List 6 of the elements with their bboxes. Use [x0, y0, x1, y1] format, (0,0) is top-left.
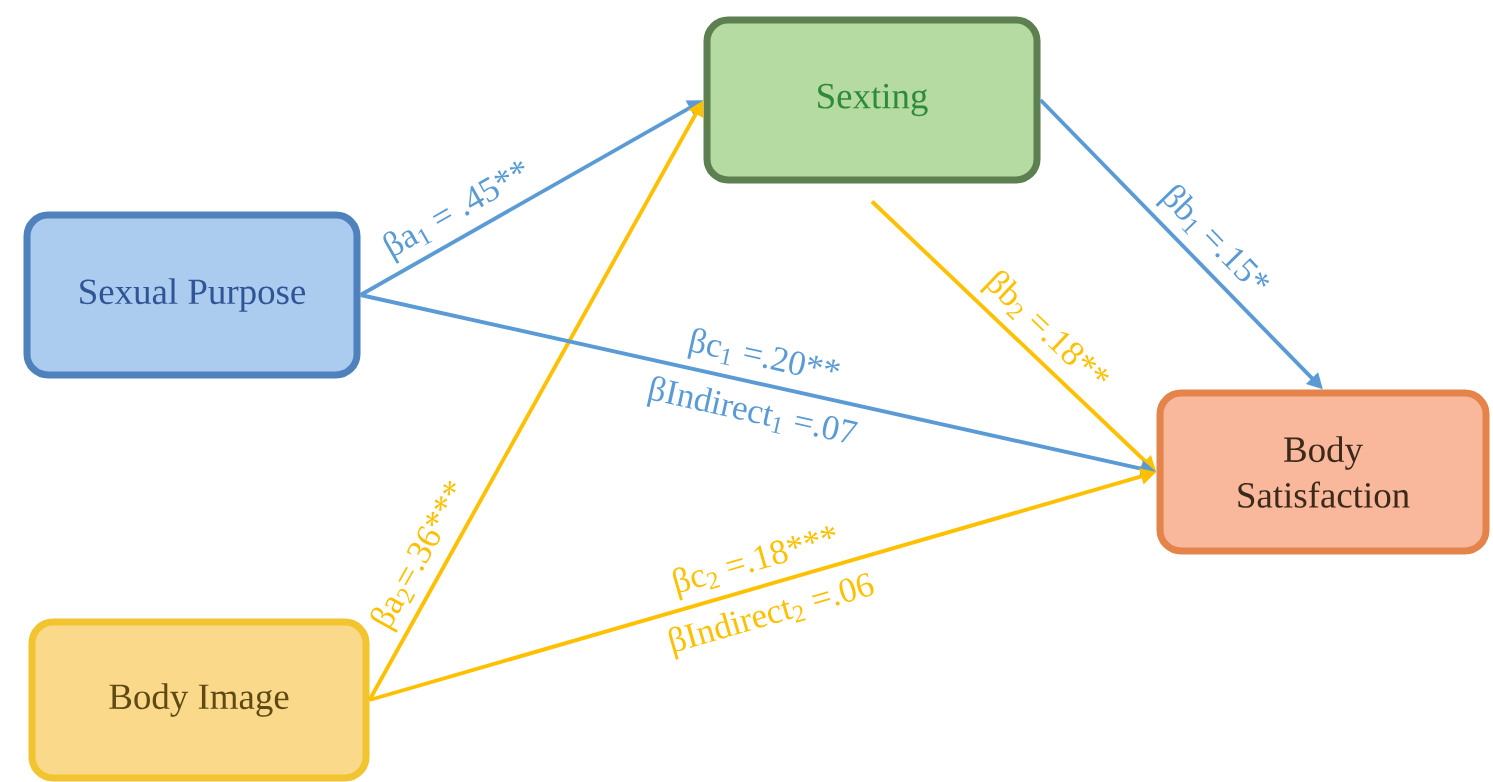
- process-box: Body Satisfaction: [1156, 389, 1490, 555]
- edge-label: βb$_{1}$ =.15*: [1151, 178, 1277, 305]
- process-box: Sexual Purpose: [23, 211, 361, 379]
- process-box: Body Image: [28, 618, 370, 782]
- process-box: Sexting: [703, 16, 1041, 184]
- edge-label: βa$_{1}$ = .45**: [376, 153, 540, 268]
